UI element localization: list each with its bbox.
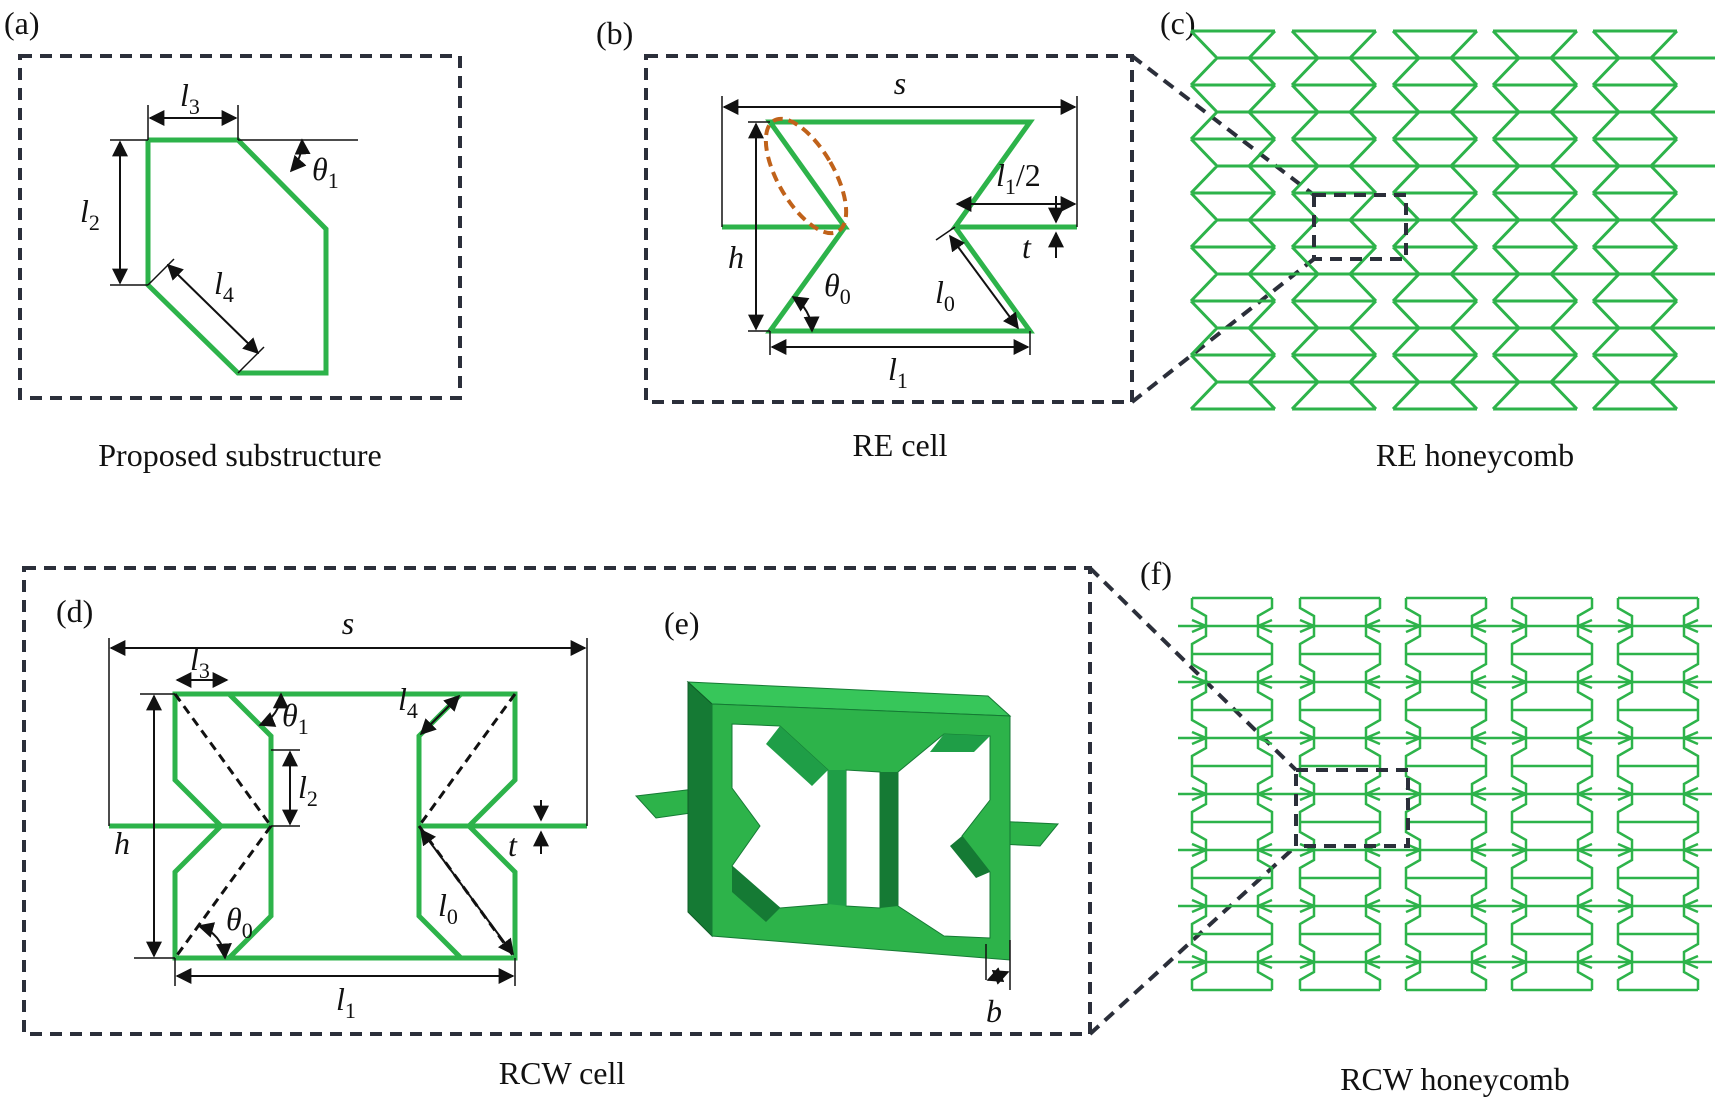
right-window-shade-2 — [950, 836, 990, 878]
panel-c-zoom-frame — [1312, 193, 1408, 261]
rcw-virtual-strut-2 — [173, 825, 273, 959]
substructure-highlight-ellipse — [763, 116, 849, 236]
s-label-d: s — [342, 605, 354, 641]
l4-ext-end — [237, 346, 265, 374]
substructure-strut — [145, 137, 329, 376]
l1-half-label: l1/2 — [996, 157, 1041, 199]
left-post-side — [828, 770, 846, 906]
s-label: s — [894, 65, 906, 101]
left-window-shade-1 — [766, 726, 828, 786]
l3-label-d: l3 — [190, 641, 210, 683]
left-window-shade-2 — [732, 866, 780, 922]
theta0-arc-d — [197, 922, 232, 960]
rcw-virtual-strut-3 — [417, 693, 517, 827]
rcw-right-strut — [416, 691, 587, 961]
re-cell-strut — [722, 119, 1077, 334]
panel-a-label: (a) — [4, 5, 40, 41]
panel-f-caption: RCW honeycomb — [1340, 1061, 1570, 1097]
l0-label-d: l0 — [438, 887, 458, 929]
panel-e: (e) b — [634, 605, 1060, 1029]
l2-label: l2 — [80, 193, 100, 235]
re-honeycomb-struts — [1189, 29, 1715, 411]
panel-a-caption: Proposed substructure — [98, 437, 382, 473]
theta1-label: θ1 — [312, 151, 339, 193]
panel-a: (a) l3 l2 l4 θ1 Proposed substructure — [4, 5, 462, 473]
b-dimension — [986, 967, 1010, 985]
panel-b: (b) s h l1/2 t l0 θ0 l1 RE cell — [596, 15, 1134, 463]
l1-label-d: l1 — [336, 981, 356, 1023]
connector-bottom-d-f — [1088, 844, 1298, 1036]
t-label: t — [1022, 229, 1032, 265]
panel-e-label: (e) — [664, 605, 700, 641]
l4-label-d: l4 — [398, 681, 418, 723]
panel-c-label: (c) — [1160, 5, 1196, 41]
panel-b-frame — [644, 54, 1134, 404]
l0-dimension-d — [420, 828, 514, 956]
theta0-label-d: θ0 — [226, 901, 253, 943]
theta0-label: θ0 — [824, 267, 851, 309]
l4-dimension-d — [419, 694, 461, 736]
panel-d: (d) s h l3 θ1 l2 l4 — [22, 566, 1092, 1091]
l0-dimension — [949, 234, 1019, 330]
right-post-side — [880, 772, 898, 908]
panel-d-caption: RCW cell — [499, 1055, 626, 1091]
h-label: h — [728, 239, 744, 275]
l3-label: l3 — [180, 77, 200, 119]
rcw-honeycomb-struts — [1178, 596, 1712, 992]
frame-left-side — [687, 680, 713, 938]
rcw-3d-model: b — [634, 680, 1060, 1029]
l4-dimension — [166, 263, 260, 355]
panel-c: (c) RE honeycomb — [1160, 5, 1715, 473]
l0-label: l0 — [935, 274, 955, 316]
panel-b-label: (b) — [596, 15, 633, 51]
theta1-label-d: θ1 — [282, 697, 309, 739]
re-honeycomb-lattice — [1189, 29, 1715, 411]
rcw-honeycomb-lattice — [1178, 596, 1712, 992]
connector-top-b-c — [1130, 54, 1316, 197]
panel-f-label: (f) — [1140, 555, 1172, 591]
panel-b-caption: RE cell — [852, 427, 947, 463]
l2-label-d: l2 — [298, 769, 318, 811]
right-window-shade-1 — [930, 734, 990, 752]
l0-ext-start — [935, 226, 956, 241]
panel-f-zoom-frame — [1294, 768, 1410, 848]
theta1-arc — [289, 138, 311, 173]
theta1-arc-d — [258, 692, 289, 727]
l4-ext-start — [147, 258, 175, 286]
rcw-virtual-strut-1 — [173, 693, 273, 827]
h-label-d: h — [114, 825, 130, 861]
panel-d-frame — [22, 566, 1092, 1036]
l1-label: l1 — [888, 351, 908, 393]
b-label: b — [986, 993, 1002, 1029]
t-label-d: t — [508, 827, 518, 863]
panel-f: (f) RCW honeycomb — [1140, 555, 1712, 1097]
l4-label: l4 — [214, 265, 234, 307]
panel-d-label: (d) — [56, 593, 93, 629]
center-window — [845, 769, 881, 909]
panel-c-caption: RE honeycomb — [1376, 437, 1574, 473]
theta0-arc — [791, 296, 820, 333]
panel-a-frame — [18, 54, 462, 400]
